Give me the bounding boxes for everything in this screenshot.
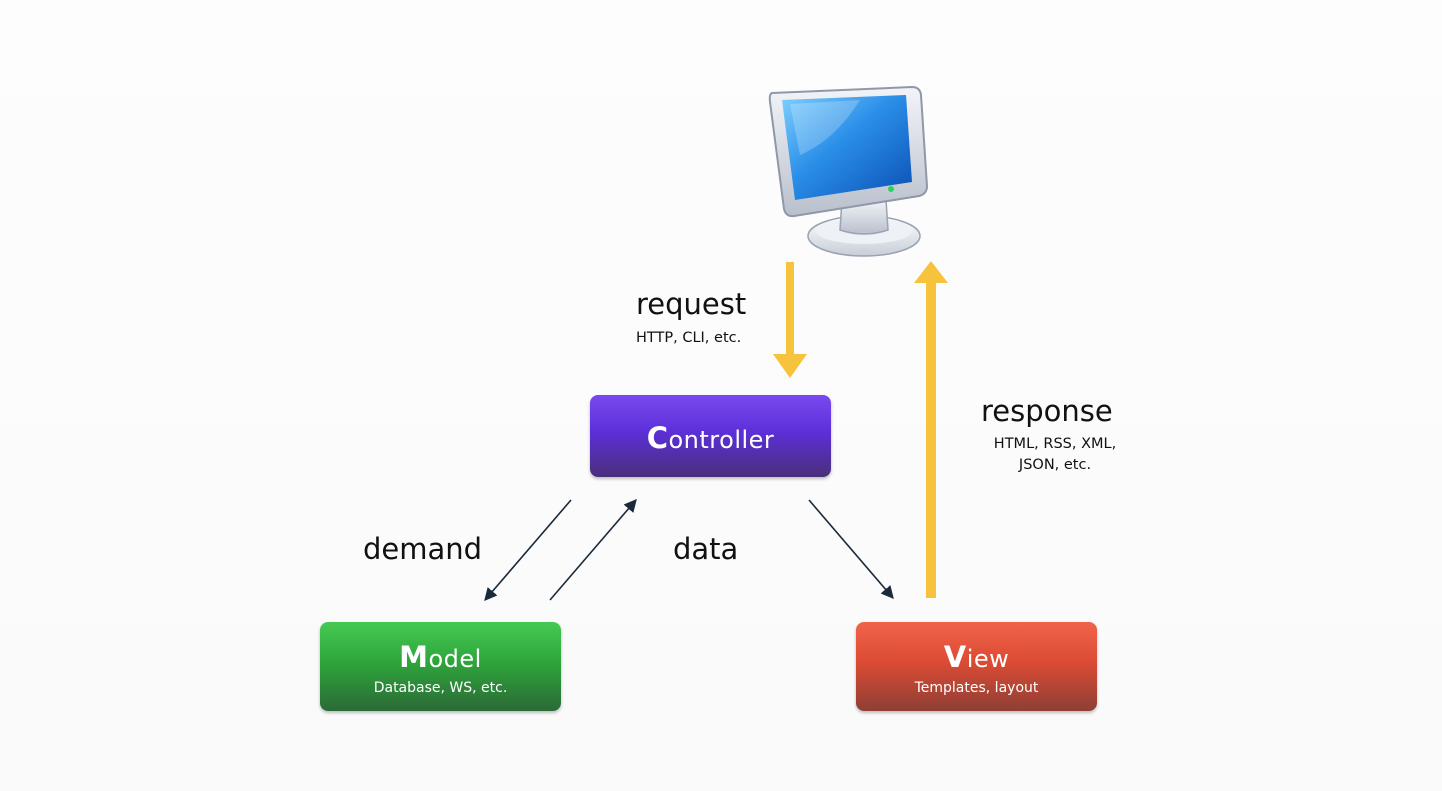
response-sublabel-line1: HTML, RSS, XML,: [993, 436, 1117, 452]
view-box: View Templates, layout: [856, 622, 1097, 711]
view-initial: V: [943, 640, 967, 674]
request-sublabel: HTTP, CLI, etc.: [636, 330, 742, 346]
controller-initial: C: [646, 421, 669, 455]
view-title: View: [856, 643, 1097, 672]
response-arrow: [914, 261, 948, 598]
model-initial: M: [399, 640, 429, 674]
model-box: Model Database, WS, etc.: [320, 622, 561, 711]
computer-monitor-icon: [768, 85, 929, 257]
demand-arrow: [484, 499, 572, 601]
controller-title: Controller: [590, 424, 831, 453]
data-label: data: [673, 532, 739, 566]
demand-label: demand: [363, 532, 483, 566]
response-label: response: [981, 394, 1113, 428]
data-arrow: [808, 499, 894, 599]
response-sublabel-line2: JSON, etc.: [1018, 457, 1092, 474]
request-label: request: [636, 287, 747, 321]
model-subtitle: Database, WS, etc.: [373, 680, 508, 696]
data-return-arrow: [549, 499, 637, 601]
view-subtitle: Templates, layout: [914, 680, 1039, 696]
model-title: Model: [320, 643, 561, 672]
model-title-rest: odel: [428, 645, 482, 673]
request-arrow: [773, 262, 807, 378]
controller-title-rest: ontroller: [668, 426, 775, 454]
controller-box: Controller: [590, 395, 831, 477]
response-sublabel: HTML, RSS, XML, JSON, etc.: [985, 434, 1125, 476]
view-title-rest: iew: [966, 645, 1010, 673]
